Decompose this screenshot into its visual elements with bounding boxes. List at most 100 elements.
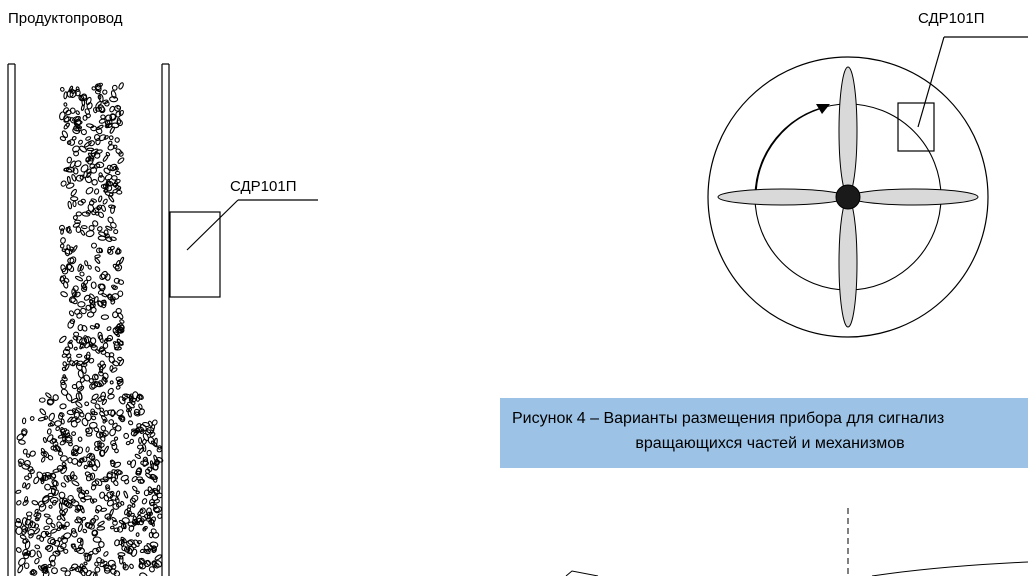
particle: [43, 415, 49, 420]
particle: [37, 416, 46, 422]
particle: [119, 415, 125, 421]
particle: [15, 489, 22, 494]
particle: [76, 385, 85, 393]
particle: [87, 463, 94, 468]
particle: [52, 446, 58, 452]
particle: [135, 490, 140, 495]
particle: [125, 403, 131, 411]
particle: [74, 275, 84, 282]
particle: [77, 263, 83, 272]
particle: [92, 572, 98, 576]
particle: [42, 437, 47, 443]
particle: [67, 341, 74, 349]
particle: [47, 537, 56, 545]
particle: [15, 518, 21, 524]
particle: [58, 450, 64, 457]
particle: [102, 418, 107, 424]
particle: [76, 312, 83, 319]
particle: [120, 536, 127, 544]
particle: [66, 175, 71, 184]
particle: [85, 113, 91, 119]
particle: [60, 180, 67, 187]
particle: [139, 429, 145, 434]
particle: [35, 512, 42, 520]
particle: [33, 476, 40, 485]
particle: [40, 530, 48, 539]
particle: [23, 562, 30, 569]
particle: [86, 275, 92, 282]
particle: [100, 114, 106, 120]
particle: [145, 472, 153, 479]
particle: [65, 434, 73, 442]
particle: [72, 285, 79, 292]
particle: [69, 160, 76, 169]
right-curve: [871, 561, 1028, 576]
particle: [115, 260, 121, 267]
particle: [41, 496, 50, 504]
particle: [67, 257, 75, 264]
particle: [67, 416, 73, 423]
particle: [110, 205, 116, 214]
particle: [106, 499, 114, 507]
particle: [130, 548, 138, 557]
particle: [109, 96, 119, 103]
particle: [64, 436, 73, 444]
particle: [114, 448, 119, 454]
particle: [126, 460, 132, 465]
particle: [72, 200, 77, 208]
particle: [14, 520, 23, 528]
particle: [110, 221, 117, 229]
particle: [36, 534, 41, 540]
particle: [67, 356, 72, 363]
particle: [28, 549, 36, 558]
particle: [97, 94, 102, 100]
particle: [83, 354, 91, 359]
particle: [95, 247, 103, 254]
particle: [107, 387, 114, 395]
particle: [83, 464, 88, 470]
particle: [68, 310, 75, 317]
particle: [82, 528, 88, 534]
particle: [129, 438, 134, 445]
particle: [30, 569, 38, 576]
particle: [109, 380, 114, 385]
particle: [133, 408, 141, 416]
particle: [132, 485, 138, 492]
particle: [43, 525, 51, 531]
particle: [85, 432, 93, 437]
particle: [146, 507, 152, 517]
particle: [106, 516, 112, 521]
particle: [70, 563, 79, 571]
particle: [104, 513, 112, 520]
particle: [97, 226, 103, 232]
particle: [71, 543, 76, 548]
particle: [149, 473, 157, 481]
particle: [84, 412, 92, 422]
particle: [55, 426, 61, 432]
particle: [97, 104, 105, 113]
particle: [85, 427, 90, 433]
particle: [61, 130, 69, 138]
particle: [70, 297, 78, 305]
particle: [146, 449, 152, 457]
particle: [122, 563, 129, 571]
particle: [66, 89, 74, 98]
particle: [90, 166, 98, 174]
particle: [24, 518, 31, 526]
particle: [114, 497, 120, 504]
particle: [72, 145, 80, 153]
granular-material: [14, 82, 164, 576]
particle: [94, 566, 101, 573]
particle: [61, 535, 65, 540]
particle: [47, 563, 52, 569]
particle: [84, 401, 90, 407]
particle: [93, 107, 98, 114]
particle: [96, 82, 104, 88]
particle: [155, 459, 160, 466]
particle: [93, 296, 99, 303]
particle: [113, 479, 119, 487]
particle: [75, 335, 83, 344]
particle: [91, 411, 98, 416]
particle: [18, 439, 26, 445]
particle: [118, 82, 124, 90]
